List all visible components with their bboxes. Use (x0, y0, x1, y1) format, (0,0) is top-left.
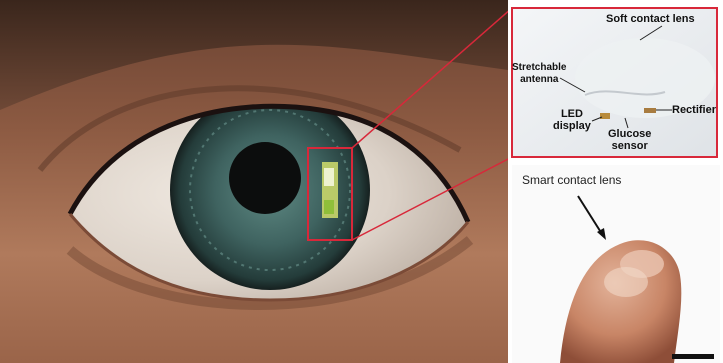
label-smart-contact-lens: Smart contact lens (522, 174, 621, 186)
label-stretchable-line1: Stretchable (512, 62, 566, 74)
lens-sensor (324, 200, 334, 214)
lens-led (324, 168, 334, 186)
pupil (229, 142, 301, 214)
label-glucose-line1: Glucose (608, 128, 651, 140)
label-display-line2: display (553, 120, 591, 132)
label-antenna-line2: antenna (512, 74, 566, 86)
scale-bar (672, 354, 714, 359)
label-led-line1: LED (553, 108, 591, 120)
lens-on-finger (604, 267, 648, 297)
label-glucose-sensor: Glucose sensor (608, 128, 651, 152)
label-led-display: LED display (553, 108, 591, 132)
label-sensor-line2: sensor (608, 140, 651, 152)
label-stretchable-antenna: Stretchable antenna (512, 62, 566, 86)
rectifier-component (644, 108, 656, 113)
label-rectifier: Rectifier (672, 104, 716, 116)
label-soft-contact-lens: Soft contact lens (606, 13, 695, 25)
led-component (600, 113, 610, 119)
